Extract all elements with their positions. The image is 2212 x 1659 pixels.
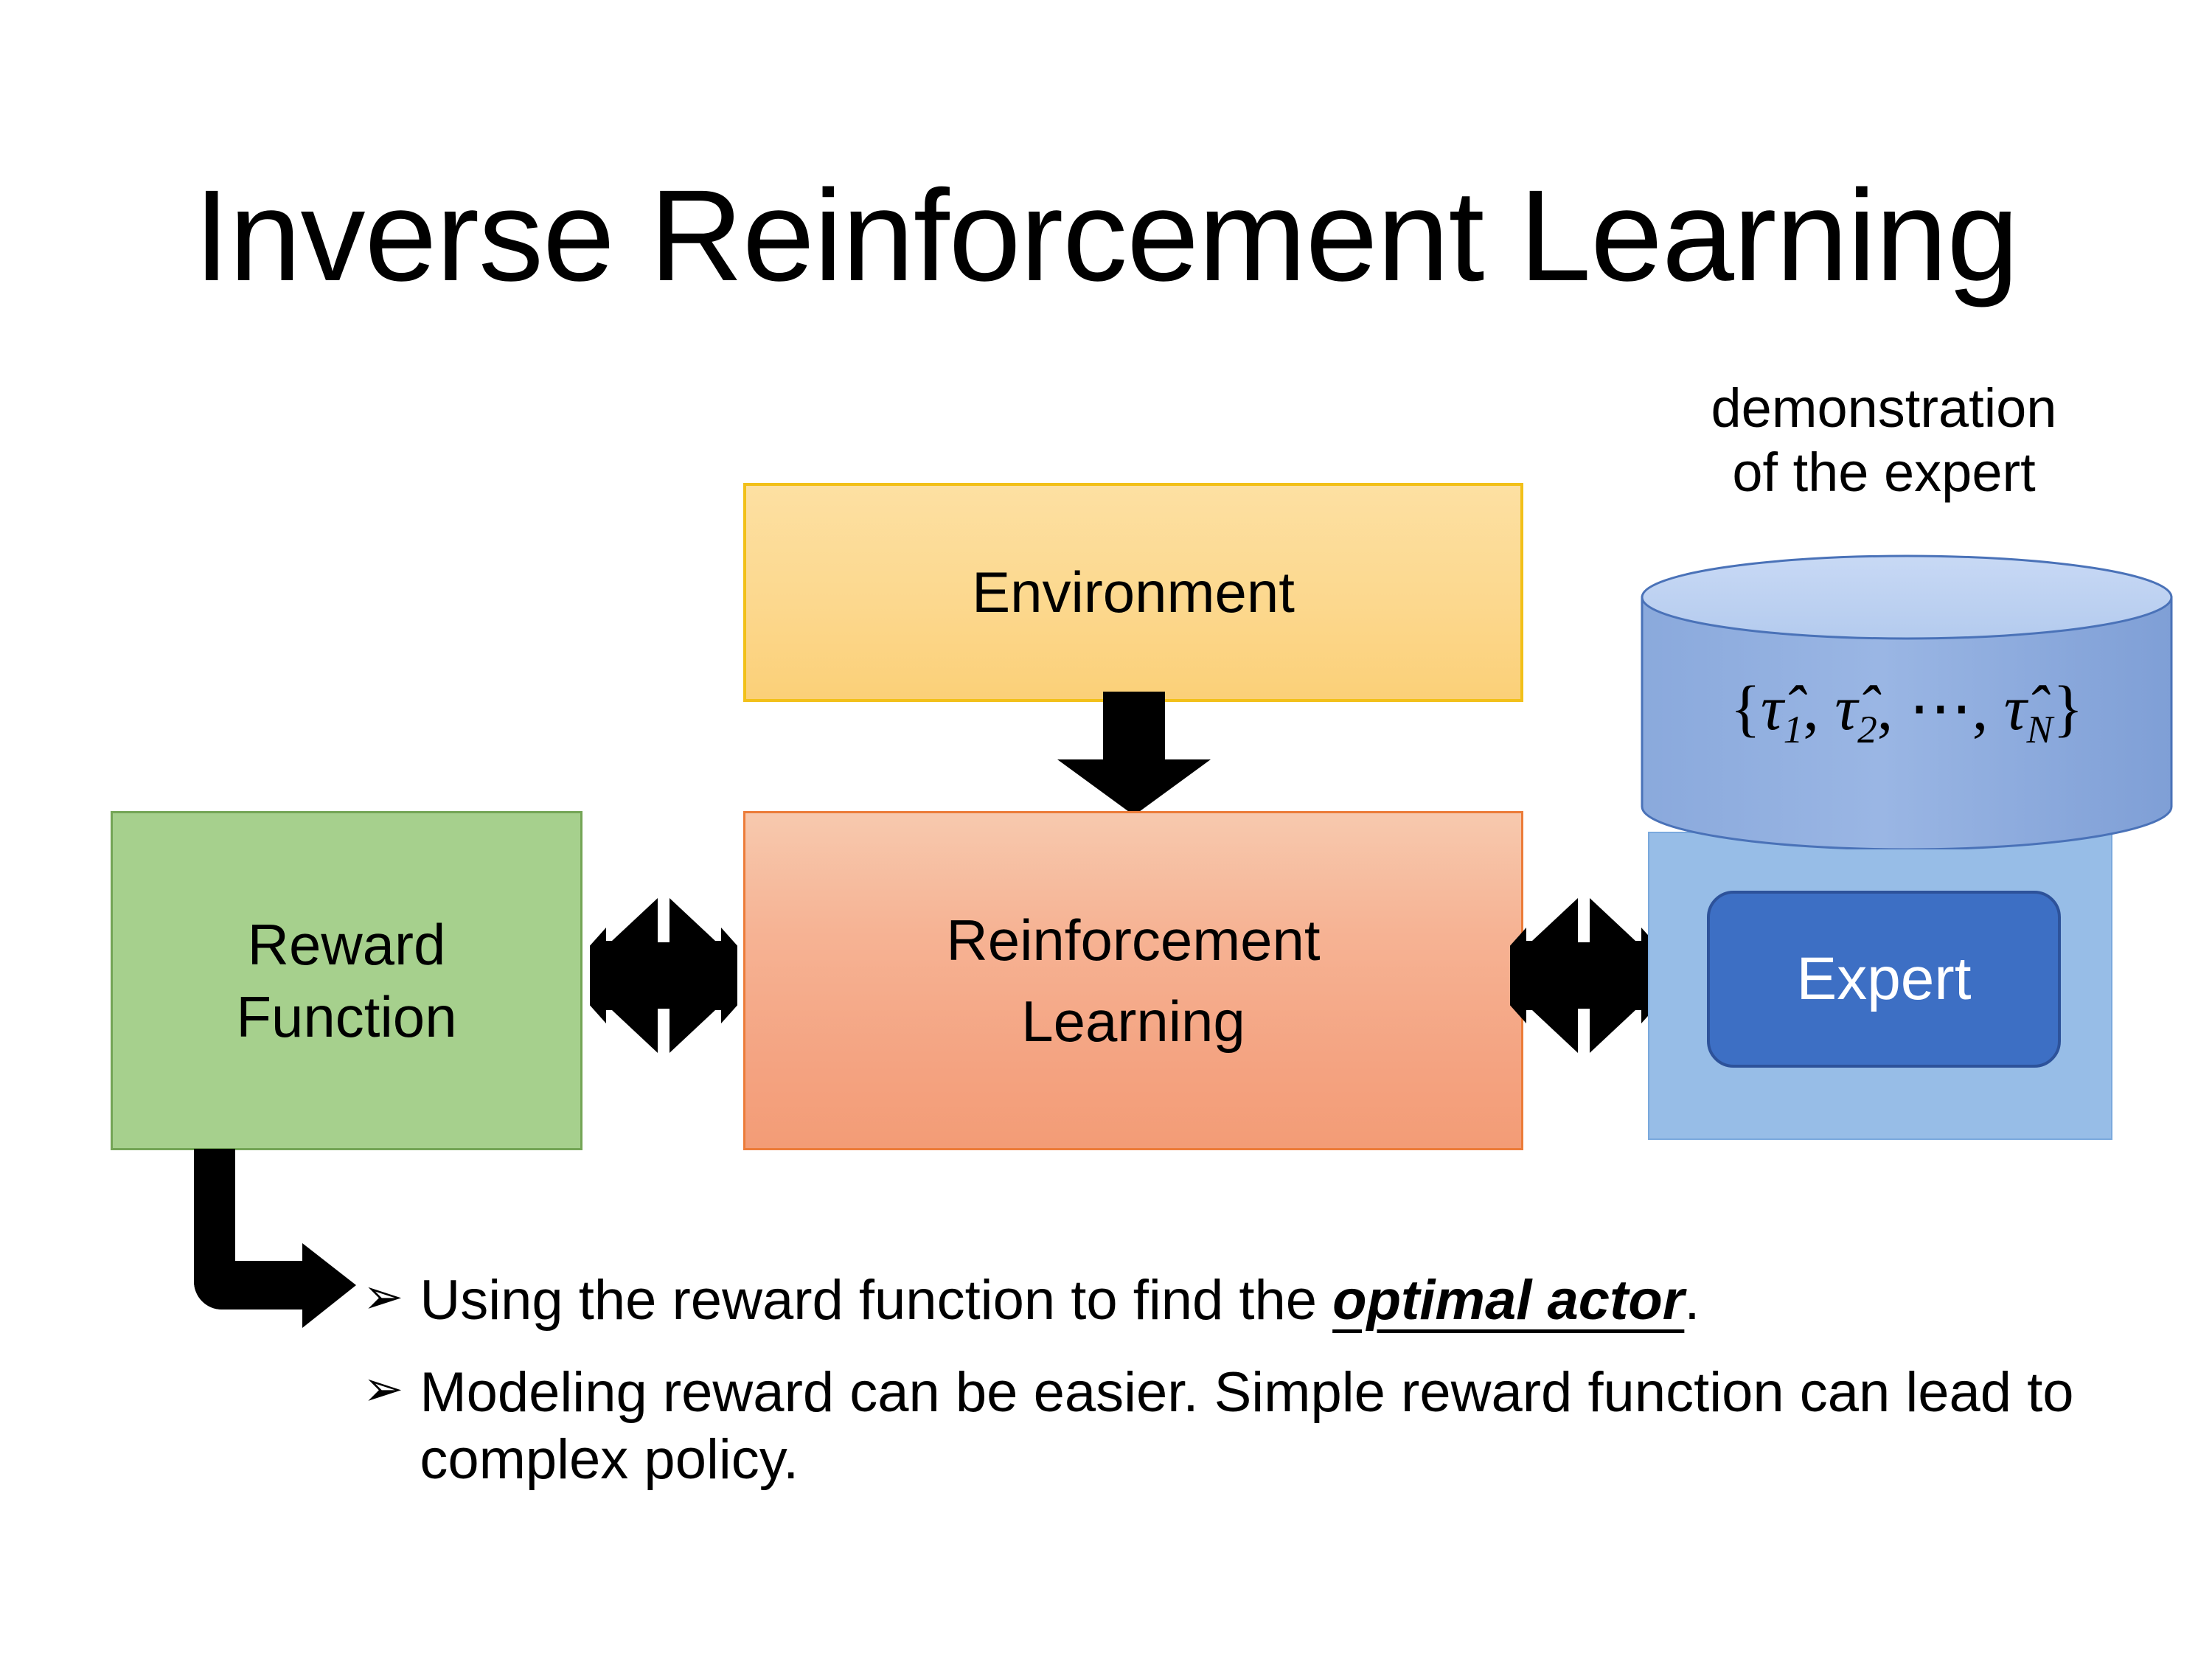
quad-arrow-icon-left xyxy=(563,898,764,1053)
bullet-arrow-icon: ➢ xyxy=(363,1361,404,1416)
formula-tau-2: τ̂ xyxy=(1834,672,1858,743)
list-item: ➢ Using the reward function to find the … xyxy=(363,1267,2096,1334)
bullet-1-emphasis: optimal actor xyxy=(1332,1269,1685,1332)
list-item: ➢ Modeling reward can be easier. Simple … xyxy=(363,1359,2096,1493)
formula-sub-2: 2 xyxy=(1857,707,1877,752)
rl-label-line1: Reinforcement xyxy=(946,907,1321,973)
formula-sep-1: , xyxy=(1803,672,1835,743)
reward-function-box[interactable]: Reward Function xyxy=(111,811,582,1150)
expert-box[interactable]: Expert xyxy=(1707,891,2061,1068)
reward-label-line1: Reward xyxy=(247,911,446,977)
demonstration-caption-line1: demonstration xyxy=(1711,378,2057,439)
down-arrow-icon xyxy=(1057,692,1211,815)
environment-box[interactable]: Environment xyxy=(743,483,1523,702)
bullet-text-2: Modeling reward can be easier. Simple re… xyxy=(420,1361,2074,1492)
demonstration-formula: {τ̂1, τ̂2, ⋯, τ̂N} xyxy=(1641,671,2173,752)
formula-tau-1: τ̂ xyxy=(1760,672,1784,743)
quad-arrow-icon-right xyxy=(1484,898,1684,1053)
bullet-1-text-before: Using the reward function to find the xyxy=(420,1269,1333,1332)
formula-close-brace: } xyxy=(2053,672,2084,743)
reward-label-line2: Function xyxy=(236,984,457,1049)
demonstration-caption: demonstration of the expert xyxy=(1644,376,2124,505)
formula-tau-n: τ̂ xyxy=(2003,672,2027,743)
rl-label-line2: Learning xyxy=(1021,989,1245,1054)
bullet-text-1: Using the reward function to find the op… xyxy=(420,1267,1700,1334)
formula-sep-2: , ⋯, xyxy=(1877,672,2004,743)
reinforcement-learning-box[interactable]: Reinforcement Learning xyxy=(743,811,1523,1150)
demonstration-cylinder-icon xyxy=(1641,554,2173,851)
formula-sub-1: 1 xyxy=(1783,707,1804,752)
bullet-arrow-icon: ➢ xyxy=(363,1269,404,1324)
bullet-1-text-after: . xyxy=(1684,1269,1700,1332)
formula-sub-n: N xyxy=(2026,707,2053,752)
bullet-list: ➢ Using the reward function to find the … xyxy=(363,1267,2096,1519)
environment-label: Environment xyxy=(972,560,1295,625)
elbow-arrow-icon xyxy=(151,1149,394,1392)
expert-label: Expert xyxy=(1796,945,1972,1012)
demonstration-caption-line2: of the expert xyxy=(1732,442,2036,504)
formula-open-brace: { xyxy=(1730,672,1761,743)
page-title: Inverse Reinforcement Learning xyxy=(193,164,2019,308)
